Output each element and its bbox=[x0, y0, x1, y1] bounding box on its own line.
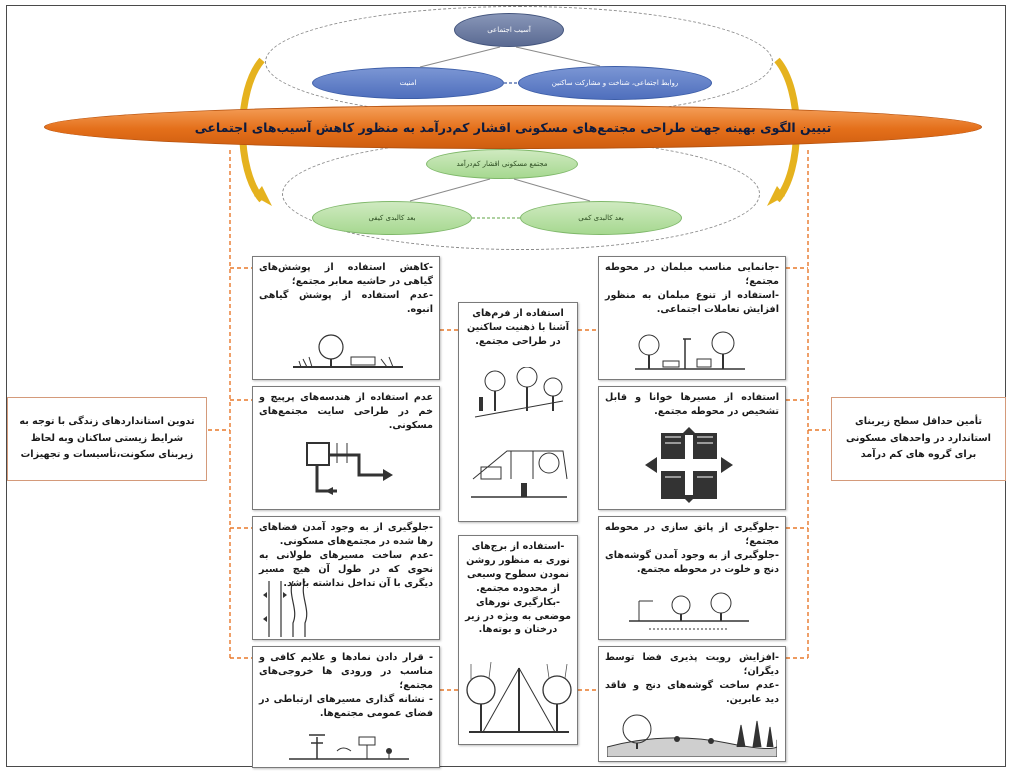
right-box-1: -جانمایی مناسب مبلمان در محوطه مجتمع؛ -ا… bbox=[598, 256, 786, 380]
right-box-3: -جلوگیری از پاتق سازی در محوطه مجتمع؛ -ج… bbox=[598, 516, 786, 640]
main-title: تبیین الگوی بهینه جهت طراحی مجتمع‌های مس… bbox=[194, 119, 832, 135]
left-box-4: - قرار دادن نمادها و علایم کافی و مناسب … bbox=[252, 646, 440, 768]
qualitative-label: بعد کالبدی کیفی bbox=[368, 214, 416, 222]
right-box-2: استفاده از مسیرها خوانا و قابل تشخیص در … bbox=[598, 386, 786, 510]
left-box-1: -کاهش استفاده از پوشش‌های گیاهی در حاشیه… bbox=[252, 256, 440, 380]
right-box-3-text: -جلوگیری از پاتق سازی در محوطه مجتمع؛ -ج… bbox=[605, 522, 779, 575]
left-box-4-text: - قرار دادن نمادها و علایم کافی و مناسب … bbox=[259, 652, 433, 719]
vegetation-sketch-icon bbox=[293, 334, 403, 368]
right-side-box: تأمین حداقل سطح زیربنای استاندارد در واح… bbox=[831, 397, 1006, 481]
relations-node: روابط اجتماعی، شناخت و مشارکت ساکنین bbox=[518, 66, 712, 100]
center-box-top: استفاده از فرم‌های آشنا با ذهنیت ساکنین … bbox=[458, 302, 578, 522]
left-box-1-text: -کاهش استفاده از پوشش‌های گیاهی در حاشیه… bbox=[259, 262, 433, 315]
right-box-4: -افزایش رویت پذیری فضا توسط دیگران؛ -عدم… bbox=[598, 646, 786, 762]
right-box-2-text: استفاده از مسیرها خوانا و قابل تشخیص در … bbox=[605, 392, 779, 417]
security-label: امنیت bbox=[399, 79, 417, 87]
left-box-2-text: عدم استفاده از هندسه‌های پرپیچ و خم در ط… bbox=[259, 392, 433, 431]
visibility-sketch-icon bbox=[607, 714, 777, 757]
social-harm-node: آسیب اجتماعی bbox=[454, 13, 564, 47]
relations-label: روابط اجتماعی، شناخت و مشارکت ساکنین bbox=[551, 79, 679, 87]
center-box-top-text: استفاده از فرم‌های آشنا با ذهنیت ساکنین … bbox=[466, 308, 570, 347]
legible-paths-sketch-icon bbox=[645, 427, 733, 503]
left-side-text: تدوین استانداردهای زندگی با توجه به شرای… bbox=[19, 415, 195, 461]
qualitative-node: بعد کالبدی کیفی bbox=[312, 201, 472, 235]
winding-path-sketch-icon bbox=[306, 442, 393, 495]
quantitative-label: بعد کالبدی کمی bbox=[578, 214, 624, 222]
familiar-forms-sketch-icon bbox=[471, 367, 568, 498]
furniture-sketch-icon bbox=[635, 331, 745, 370]
signage-sketch-icon bbox=[289, 734, 409, 760]
social-harm-label: آسیب اجتماعی bbox=[487, 26, 531, 34]
right-side-text: تأمین حداقل سطح زیربنای استاندارد در واح… bbox=[846, 415, 991, 461]
left-curved-arrow-head bbox=[254, 186, 272, 206]
lighting-sketch-icon bbox=[466, 661, 572, 733]
center-box-bottom-text: -استفاده از برج‌های نوری به منظور روشن ن… bbox=[465, 541, 571, 636]
right-box-1-text: -جانمایی مناسب مبلمان در محوطه مجتمع؛ -ا… bbox=[605, 262, 779, 315]
left-box-2: عدم استفاده از هندسه‌های پرپیچ و خم در ط… bbox=[252, 386, 440, 510]
complex-node: مجتمع مسکونی اقشار کم‌درآمد bbox=[426, 149, 578, 179]
left-box-3: -جلوگیری از به وجود آمدن فضاهای رها شده … bbox=[252, 516, 440, 640]
security-node: امنیت bbox=[312, 67, 504, 99]
right-curved-arrow-head bbox=[767, 186, 785, 206]
corridor-sketch-icon bbox=[263, 581, 308, 637]
left-box-3-text: -جلوگیری از به وجود آمدن فضاهای رها شده … bbox=[259, 522, 433, 589]
quantitative-node: بعد کالبدی کمی bbox=[520, 201, 682, 235]
complex-label: مجتمع مسکونی اقشار کم‌درآمد bbox=[456, 160, 548, 168]
left-side-box: تدوین استانداردهای زندگی با توجه به شرای… bbox=[7, 397, 207, 481]
right-box-4-text: -افزایش رویت پذیری فضا توسط دیگران؛ -عدم… bbox=[605, 652, 779, 705]
main-title-banner: تبیین الگوی بهینه جهت طراحی مجتمع‌های مس… bbox=[44, 105, 982, 149]
center-box-bottom: -استفاده از برج‌های نوری به منظور روشن ن… bbox=[458, 535, 578, 745]
hangout-prevention-sketch-icon bbox=[629, 592, 749, 630]
